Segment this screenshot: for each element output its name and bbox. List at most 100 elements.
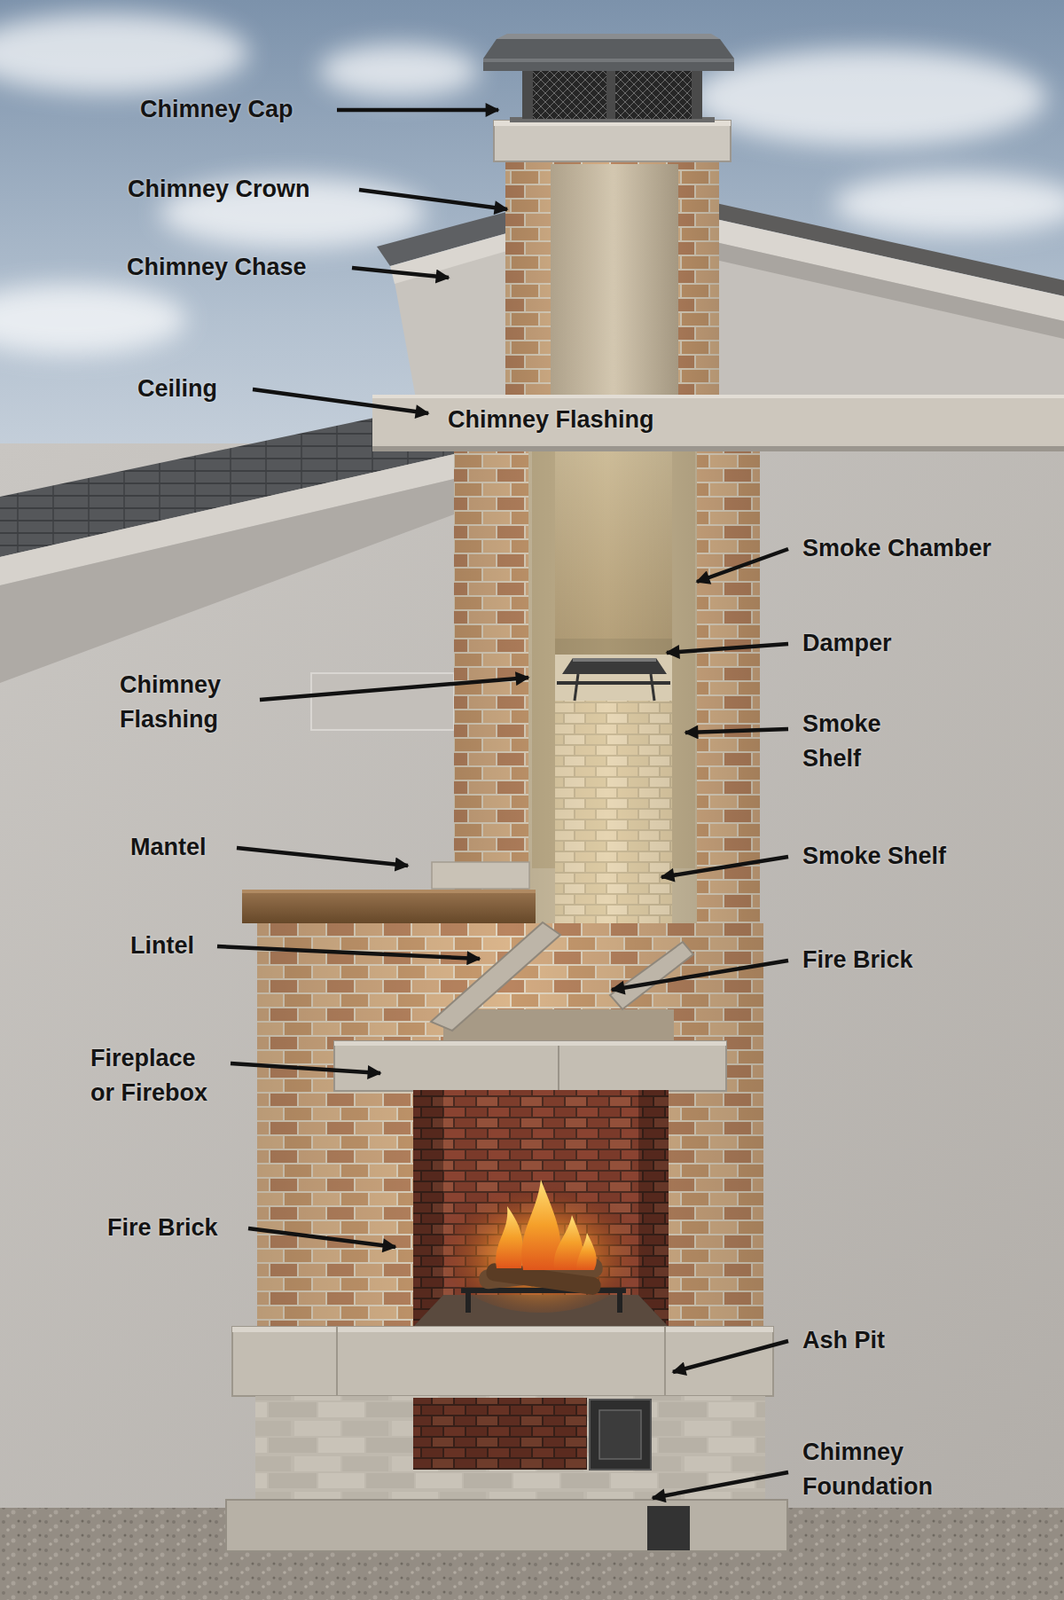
lintel-stone [334, 1040, 727, 1091]
lower-chimney [431, 861, 530, 889]
firebox [638, 1089, 669, 1327]
leader-lines [666, 643, 789, 653]
hearth-and-base [647, 1505, 690, 1550]
hearth-and-base [599, 1409, 642, 1459]
leader-lines [661, 856, 789, 877]
firebox [465, 1292, 471, 1313]
hearth-and-base [232, 1326, 774, 1396]
house-wall [311, 672, 454, 730]
sky [0, 13, 249, 94]
part-label: Chimney Flashing [447, 402, 655, 438]
damper [572, 657, 657, 662]
lower-chimney [610, 941, 694, 1010]
chimney-cap [483, 33, 735, 123]
firebox [413, 1089, 444, 1327]
sky [691, 48, 1047, 147]
hearth-and-base [589, 1399, 651, 1470]
firebox [413, 1089, 669, 1327]
part-label: Lintel [130, 928, 195, 963]
leader-lines [685, 728, 789, 733]
chimney-cap [691, 69, 703, 119]
lower-chimney [257, 923, 764, 1327]
part-label: Smoke Shelf [802, 706, 905, 776]
ceiling-band [372, 445, 1064, 452]
hearth-and-base [255, 1395, 766, 1500]
chimney-cap [483, 39, 735, 71]
damper [555, 654, 673, 701]
leader-lines [252, 389, 429, 414]
firebox [495, 1205, 524, 1268]
leader-lines [230, 1063, 381, 1073]
damper [574, 673, 579, 701]
hearth-and-base [413, 1397, 587, 1470]
part-label: Chimney Flashing [119, 667, 253, 737]
firebox [576, 1232, 597, 1270]
part-label: Fire Brick [802, 942, 914, 978]
roof [704, 239, 1064, 339]
leader-lines [652, 1471, 789, 1498]
part-label: Ash Pit [802, 1322, 885, 1358]
chimney-cap [522, 69, 533, 119]
hearth-and-base [413, 1397, 587, 1470]
part-label: Chimney Crown [127, 172, 311, 207]
damper [555, 654, 673, 701]
chimney-cap [606, 69, 616, 119]
leader-lines [672, 1340, 789, 1372]
leader-lines [217, 946, 480, 959]
roof [390, 232, 510, 284]
roof [0, 478, 454, 683]
part-label: Ceiling [137, 371, 218, 407]
leader-lines [236, 847, 408, 866]
ceiling-band [372, 394, 1064, 399]
part-label: Fireplace or Firebox [90, 1040, 224, 1111]
hearth-and-base [232, 1326, 774, 1332]
ceiling-band [372, 394, 1064, 448]
house-wall [0, 443, 1064, 1526]
chimney-cap [483, 58, 735, 63]
hearth-and-base [226, 1326, 788, 1551]
firebox [638, 1089, 669, 1327]
upper-chimney [505, 157, 720, 395]
house-wall [0, 228, 1064, 1526]
firebox [413, 1089, 444, 1327]
leader-lines [248, 1228, 396, 1247]
lower-chimney [242, 889, 536, 893]
part-label: Mantel [130, 829, 207, 865]
chimney-cap [522, 69, 703, 119]
damper [650, 673, 655, 701]
leader-lines [352, 267, 449, 278]
part-label: Chimney Chase [126, 250, 307, 285]
ceiling-band [372, 394, 1064, 452]
sky [0, 283, 187, 355]
hearth-and-base [664, 1326, 666, 1396]
lower-chimney [242, 861, 764, 1327]
lintel-stone [557, 1040, 560, 1091]
leader-lines [359, 189, 508, 210]
leader-lines [336, 108, 499, 113]
lower-chimney [443, 1009, 674, 1041]
chimney-cap [496, 33, 720, 40]
part-label: Chimney Foundation [802, 1434, 971, 1504]
leader-lines [217, 109, 789, 1498]
upper-chimney [493, 120, 731, 162]
sky [319, 44, 479, 98]
lintel-stone [334, 1040, 727, 1046]
damper [562, 657, 667, 674]
hearth-and-base [226, 1499, 788, 1551]
upper-chimney [493, 120, 731, 395]
firebox [617, 1292, 623, 1313]
firebox [413, 1089, 669, 1327]
part-label: Smoke Shelf [802, 838, 947, 874]
lintel-stone [334, 1040, 727, 1091]
firebox [434, 1170, 648, 1313]
leader-lines [259, 677, 529, 700]
part-label: Fire Brick [107, 1210, 219, 1245]
part-label: Chimney Cap [140, 92, 294, 127]
lower-chimney [242, 889, 536, 924]
lower-chimney [430, 922, 561, 1031]
sky [833, 172, 1064, 235]
hearth-and-base [336, 1326, 338, 1396]
part-label: Damper [802, 625, 892, 661]
